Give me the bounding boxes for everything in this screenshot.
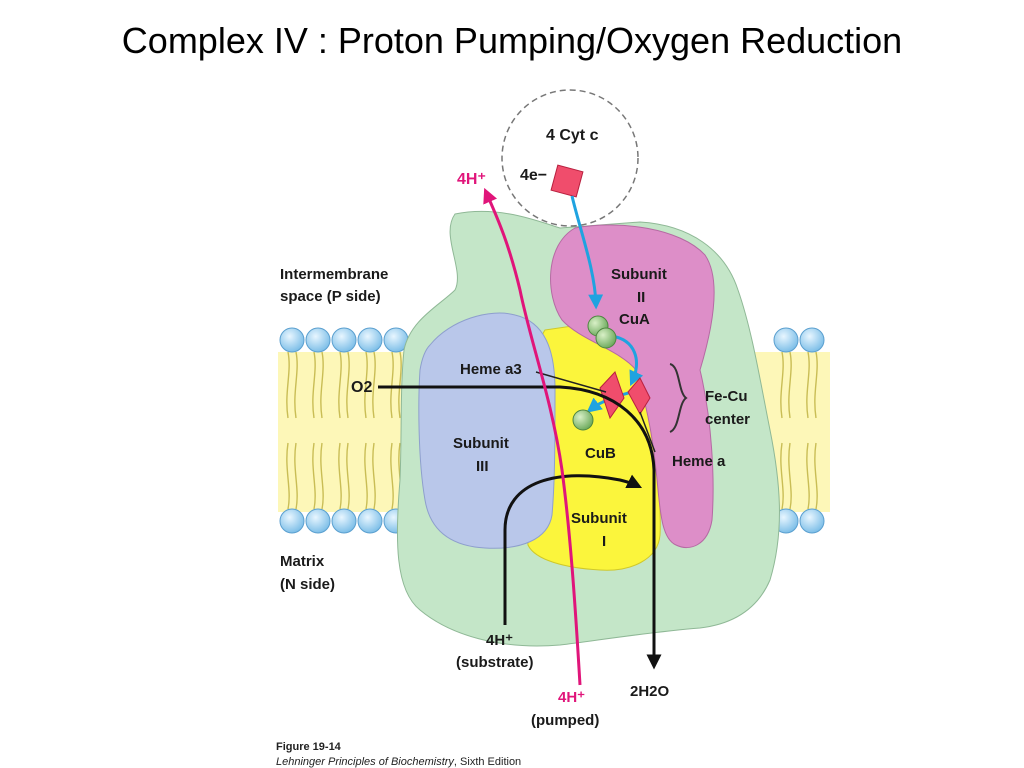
label-heme-a: Heme a [672, 453, 726, 470]
electron-arrow-1 [570, 195, 604, 310]
lipid-tail [780, 442, 784, 510]
slide-title: Complex IV : Proton Pumping/Oxygen Reduc… [121, 20, 903, 61]
label-subunit-iii: Subunit [453, 435, 509, 452]
label-water: 2H2O [630, 683, 670, 700]
lipid-tail [364, 351, 368, 419]
lipid-tail [294, 351, 298, 419]
heme-a3-leader [535, 371, 607, 393]
lipid-head [279, 327, 305, 353]
label-subunit-iii-num: III [476, 458, 489, 475]
cyt-c-heme-icon [550, 164, 584, 198]
figure-source: Lehninger Principles of Biochemistry, Si… [276, 756, 521, 768]
label-substrate: (substrate) [456, 654, 534, 671]
cu-a-atom-2 [595, 327, 617, 349]
lipid-tail [286, 351, 290, 419]
label-intermembrane-side: space (P side) [280, 288, 381, 305]
electron-arrow-2 [611, 334, 644, 387]
lipid-tail [806, 442, 810, 510]
heme-a-icon [627, 377, 651, 415]
lipid-head [357, 508, 383, 534]
lipid-head [799, 508, 825, 534]
label-fe-cu: Fe-Cu [705, 388, 748, 405]
label-cyt-c: 4 Cyt c [546, 127, 599, 144]
label-subunit-ii: Subunit [611, 266, 667, 283]
lipid-tail [398, 351, 402, 419]
lipid-tail [390, 351, 394, 419]
pumped-proton-arrow [483, 187, 582, 686]
lipid-tail [788, 351, 792, 419]
lipid-tail [780, 351, 784, 419]
lipid-tail [286, 442, 290, 510]
lipid-head [799, 327, 825, 353]
lipid-tail [372, 351, 376, 419]
substrate-proton-arrow [503, 474, 643, 625]
lipid-tail [364, 442, 368, 510]
label-o2: O2 [351, 379, 372, 396]
lipid-head [305, 327, 331, 353]
label-fe-cu-center: center [705, 411, 750, 428]
lipid-head [331, 327, 357, 353]
label-matrix: Matrix [280, 553, 325, 570]
lipid-tail [806, 351, 810, 419]
label-substrate-h: 4H⁺ [486, 632, 513, 649]
lipid-tail [338, 351, 342, 419]
label-pumped-h: 4H⁺ [558, 689, 585, 706]
lipid-tail [788, 442, 792, 510]
figure-number: Figure 19-14 [276, 741, 342, 753]
lipid-head [773, 327, 799, 353]
lipid-head [305, 508, 331, 534]
lipid-tail [294, 442, 298, 510]
lipid-head [331, 508, 357, 534]
label-subunit-i: Subunit [571, 510, 627, 527]
lipid-tail [346, 351, 350, 419]
lipid-tail [372, 442, 376, 510]
lipid-heads [279, 327, 825, 534]
lipid-tail [390, 442, 394, 510]
label-intermembrane: Intermembrane [280, 266, 388, 283]
lipid-tails [286, 351, 818, 510]
lipid-tail [814, 351, 818, 419]
figure-edition: , Sixth Edition [454, 756, 521, 768]
label-matrix-side: (N side) [280, 576, 335, 593]
heme-a3-icon [599, 371, 625, 420]
label-cu-b: CuB [585, 445, 616, 462]
cu-b-atom [572, 409, 594, 431]
lipid-tail [312, 351, 316, 419]
label-pumped: (pumped) [531, 712, 599, 729]
label-subunit-i-num: I [602, 533, 606, 550]
lipid-head [279, 508, 305, 534]
label-heme-a3: Heme a3 [460, 361, 522, 378]
oxygen-reduction-arrow [378, 385, 662, 670]
lipid-tail [320, 351, 324, 419]
lipid-tail [814, 442, 818, 510]
label-electrons: 4e− [520, 167, 547, 184]
lipid-tail [346, 442, 350, 510]
cyt-c-circle [501, 89, 639, 227]
lipid-tail [312, 442, 316, 510]
label-cu-a: CuA [619, 311, 650, 328]
fe-cu-brace [669, 363, 688, 433]
label-protons-out: 4H⁺ [457, 171, 486, 188]
heme-a-leader [639, 411, 656, 453]
label-subunit-ii-num: II [637, 289, 645, 306]
lipid-tail [338, 442, 342, 510]
lipid-tail [320, 442, 324, 510]
figure-book: Lehninger Principles of Biochemistry [276, 756, 455, 768]
lipid-head [357, 327, 383, 353]
